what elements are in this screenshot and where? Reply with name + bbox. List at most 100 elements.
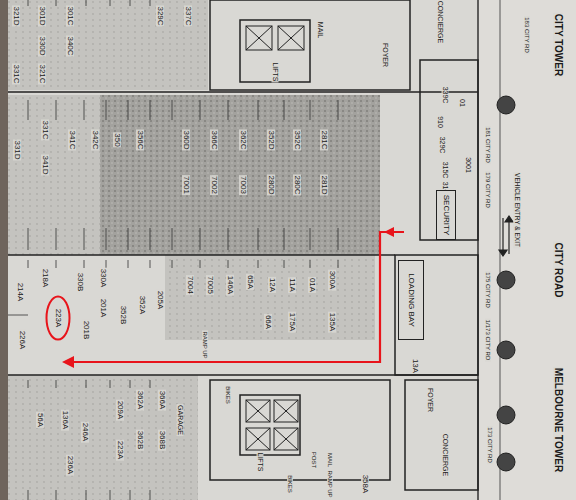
tree-symbol (497, 271, 515, 289)
map-label: 362B (136, 430, 144, 451)
bay-divider (228, 100, 229, 120)
map-label: GARAGE (177, 404, 184, 436)
bay-divider (56, 490, 57, 500)
street-name: MELBOURNE TOWER (553, 367, 563, 473)
bay-divider (56, 380, 57, 388)
bay-divider (150, 260, 151, 268)
bay-divider (172, 260, 173, 268)
bay-divider (84, 260, 85, 268)
street-name: CITY TOWER (553, 13, 563, 77)
map-label: 01A (308, 277, 316, 293)
bay-divider (28, 0, 29, 6)
map-label: 7004 (186, 275, 194, 295)
map-label: CONCIERGE (442, 433, 449, 477)
bay-divider (130, 0, 131, 6)
room-box: SECURITY (436, 190, 456, 240)
bay-divider (150, 228, 151, 250)
map-label: 135A (328, 312, 336, 333)
street-name: CITY ROAD (553, 242, 563, 299)
map-label: 368B (158, 430, 166, 451)
map-label: BIKES (225, 385, 231, 405)
map-label: 330B (76, 272, 84, 293)
map-label: 301D (38, 5, 46, 26)
bay-divider (310, 260, 311, 268)
map-label: 7003 (239, 175, 247, 195)
map-label: 329C (156, 5, 164, 26)
map-label: 329C (439, 136, 446, 155)
map-label: 362C (239, 129, 247, 150)
map-label: 66A (264, 314, 272, 330)
map-label: MAIL (317, 21, 324, 39)
bay-divider (28, 228, 29, 250)
map-label: 56A (36, 412, 44, 428)
bay-divider (338, 100, 339, 120)
map-label: 910 (437, 115, 444, 129)
map-label: 321C (38, 63, 46, 84)
map-label: 3001 (465, 156, 472, 174)
map-label: 173 CITY RD (487, 426, 493, 464)
bay-divider (200, 260, 201, 268)
map-label: 01 (459, 98, 466, 108)
map-label: 330A (99, 268, 107, 289)
map-label: 218A (41, 268, 49, 289)
bay-divider (200, 100, 201, 120)
bay-divider (228, 228, 229, 250)
room-box: LOADING BAY (398, 260, 424, 340)
bay-divider (338, 260, 339, 268)
map-label: 339C (442, 86, 449, 105)
tree-symbol (497, 453, 515, 471)
map-label: 366A (158, 390, 166, 411)
map-label: 179 CITY RD (485, 171, 491, 209)
bay-divider (86, 380, 87, 388)
map-label: 341D (41, 154, 49, 175)
map-label: 350 (113, 132, 121, 147)
map-label: 281D (320, 174, 328, 195)
room-label: 223A (54, 309, 62, 328)
map-label: 13A (411, 358, 419, 374)
room-label: SECURITY (442, 195, 450, 235)
tree-symbol (497, 406, 515, 424)
map-label: 360D (182, 129, 190, 150)
map-label: 136A (61, 410, 69, 431)
map-label: 175 CITY RD (485, 271, 491, 309)
bay-divider (172, 100, 173, 120)
bay-divider (310, 228, 311, 250)
bay-divider (258, 260, 259, 268)
map-label: 183 CITY RD (524, 16, 530, 54)
map-label: MAIL (327, 452, 333, 468)
bay-divider (56, 260, 57, 268)
map-label: 214A (16, 282, 24, 303)
map-label: 330D (38, 35, 46, 56)
map-label: 331C (41, 119, 49, 140)
map-label: 1/173 CITY RD (485, 319, 491, 362)
bay-divider (258, 228, 259, 250)
map-label: CONCIERGE (437, 0, 444, 44)
bay-divider (284, 100, 285, 120)
map-label: 280D (267, 174, 275, 195)
map-label: 352C (293, 129, 301, 150)
map-label: 352A (138, 295, 146, 316)
map-label: 356C (136, 129, 144, 150)
map-label: 342C (91, 129, 99, 150)
map-label: 331D (13, 139, 21, 160)
bay-divider (56, 100, 57, 120)
bay-divider (130, 490, 131, 500)
map-label: 321D (12, 5, 20, 26)
map-label: 7002 (210, 175, 218, 195)
bay-divider (110, 490, 111, 500)
map-label: VEHICLE ENTRY & EXIT (514, 172, 521, 248)
map-label: 281C (320, 129, 328, 150)
map-label: 7005 (206, 275, 214, 295)
tree-symbol (497, 341, 515, 359)
bay-divider (258, 100, 259, 120)
map-label: LIFTS (272, 61, 279, 82)
bay-divider (56, 228, 57, 250)
map-label: 226A (18, 330, 26, 351)
map-label: 209A (116, 400, 124, 421)
map-label: 341C (68, 129, 76, 150)
map-label: 301C (66, 5, 74, 26)
map-label: 175A (288, 312, 296, 333)
bay-divider (84, 228, 85, 250)
bay-divider (310, 100, 311, 120)
tree-symbol (497, 96, 515, 114)
